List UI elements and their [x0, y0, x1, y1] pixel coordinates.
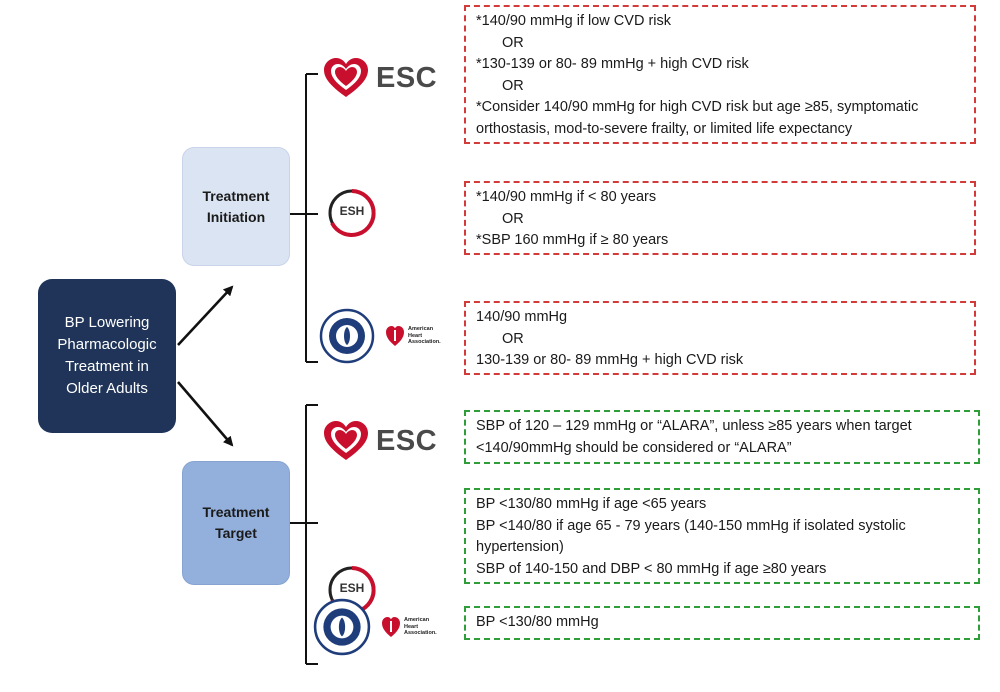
target-bracket — [290, 404, 318, 665]
initiation-bracket — [290, 73, 318, 363]
treatment-initiation-label: Treatment Initiation — [202, 187, 270, 225]
criteria-or: OR — [502, 210, 524, 227]
main-topic-label: BP Lowering Pharmacologic Treatment in O… — [57, 314, 157, 397]
initiation-acc-aha-criteria: 140/90 mmHg OR 130-139 or 80- 89 mmHg + … — [464, 301, 976, 375]
criteria-line: BP <130/80 mmHg — [476, 614, 599, 630]
criteria-line: 140/90 mmHg — [476, 309, 568, 325]
acc-seal-icon — [319, 308, 375, 364]
criteria-line: SBP of 120 – 129 mmHg or “ALARA”, unless… — [476, 418, 912, 434]
esh-logo-initiation: ESH — [326, 187, 378, 239]
acc-seal-icon — [313, 598, 371, 656]
criteria-or: OR — [502, 330, 524, 347]
criteria-line: <140/90mmHg should be considered or “ALA… — [476, 439, 792, 456]
criteria-or: OR — [502, 77, 524, 94]
acc-aha-logo-target: American Heart Association. — [313, 598, 437, 656]
criteria-line: *Consider 140/90 mmHg for high CVD risk … — [476, 99, 919, 115]
criteria-line: BP <130/80 mmHg if age <65 years — [476, 496, 707, 512]
esc-logo-initiation: ESC — [322, 57, 437, 99]
target-esh-criteria: BP <130/80 mmHg if age <65 years BP <140… — [464, 488, 980, 584]
initiation-esh-criteria: *140/90 mmHg if < 80 years OR *SBP 160 m… — [464, 181, 976, 255]
treatment-target-label: Treatment Target — [202, 504, 270, 541]
aha-heart-torch-icon — [382, 617, 400, 637]
criteria-line: *140/90 mmHg if < 80 years — [476, 189, 657, 205]
main-topic-box: BP Lowering Pharmacologic Treatment in O… — [38, 279, 176, 433]
esc-heart-icon — [324, 421, 368, 460]
aha-heart-torch-icon — [386, 326, 404, 346]
esc-logo-target: ESC — [322, 420, 437, 462]
esc-logo-text: ESC — [376, 61, 438, 94]
esh-ring-icon — [328, 189, 376, 237]
criteria-line: BP <140/80 if age 65 - 79 years (140-150… — [476, 517, 906, 556]
criteria-line: *SBP 160 mmHg if ≥ 80 years — [476, 232, 669, 248]
criteria-line: *140/90 mmHg if low CVD risk — [476, 13, 671, 29]
criteria-or: OR — [502, 34, 524, 51]
criteria-line: orthostasis, mod-to-severe frailty, or l… — [476, 120, 853, 137]
target-acc-aha-criteria: BP <130/80 mmHg — [464, 606, 980, 640]
esh-logo-text: ESH — [339, 581, 365, 595]
treatment-target-box: Treatment Target — [182, 461, 290, 585]
target-esc-criteria: SBP of 120 – 129 mmHg or “ALARA”, unless… — [464, 410, 980, 464]
esc-logo-text: ESC — [376, 424, 438, 457]
arrow-to-target — [177, 381, 234, 447]
criteria-line: 130-139 or 80- 89 mmHg + high CVD risk — [476, 352, 744, 368]
acc-aha-logo-initiation: American Heart Association. — [319, 308, 441, 364]
arrow-to-initiation — [177, 285, 234, 346]
aha-logo-text: American Heart Association. — [408, 326, 441, 346]
treatment-initiation-box: Treatment Initiation — [182, 147, 290, 266]
aha-logo-text: American Heart Association. — [404, 617, 437, 637]
criteria-line: *130-139 or 80- 89 mmHg + high CVD risk — [476, 56, 749, 72]
initiation-esc-criteria: *140/90 mmHg if low CVD risk OR *130-139… — [464, 5, 976, 144]
esh-logo-text: ESH — [339, 204, 365, 218]
esc-heart-icon — [324, 58, 368, 97]
criteria-line: SBP of 140-150 and DBP < 80 mmHg if age … — [476, 560, 827, 577]
